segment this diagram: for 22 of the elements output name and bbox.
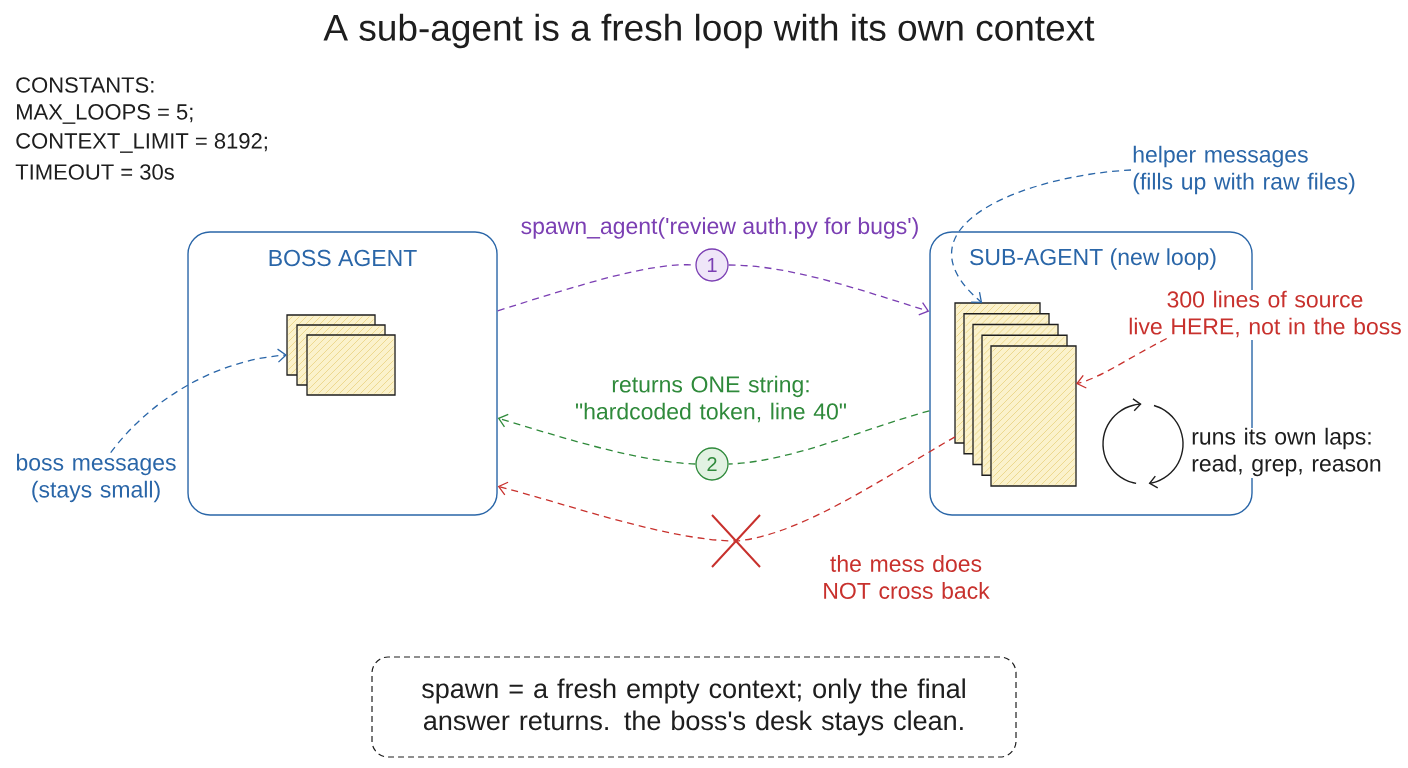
annotation-text: runs its own laps: read, grep, reason [1192,427,1381,477]
callout-text: boss messages (stays small) [16,453,176,503]
code-text: CONSTANTS: [16,77,154,93]
leader-arrow [951,169,1132,303]
dashed-arrow [728,264,930,316]
dashed-arrow [497,436,956,542]
dashed-line [728,410,930,465]
leader-arrow [110,348,287,454]
paper-stack [286,314,396,396]
callout-text: helper messages (fills up with raw files) [1133,145,1355,195]
dashed-arrow [497,413,696,465]
paper-stack [954,302,1077,487]
edge-label: returns ONE string: "hardcoded token, line 40" [575,375,846,423]
leader-arrow [1076,337,1168,389]
code-text: CONTEXT_LIMIT = 8192; [16,133,267,153]
code-text: TIMEOUT = 30s [15,164,174,180]
title: A sub-agent is a fresh loop with its own context [323,13,1095,49]
agent-box: BOSS AGENT [187,231,498,516]
edge-label: the mess does NOT cross back [824,555,990,599]
note-box: spawn = a fresh empty context; only the final answer returns. the boss's desk stays clean. [371,656,1017,758]
edge-label: spawn_agent('review auth.py for bugs') [521,217,918,239]
code-text: MAX_LOOPS = 5; [17,104,193,124]
